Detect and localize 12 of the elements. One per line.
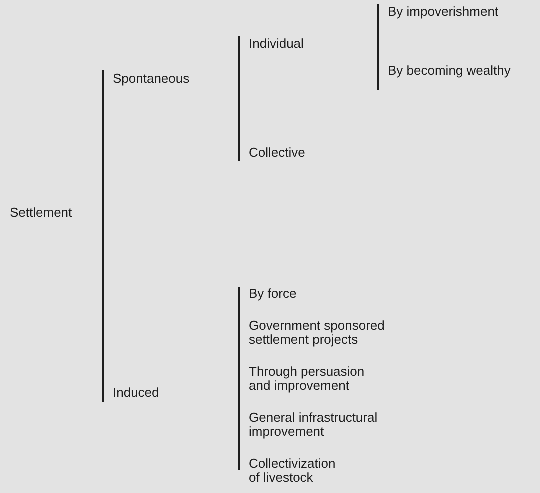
tree-label: Individual [249, 37, 304, 51]
tree-label: Collectivization of livestock [249, 457, 349, 485]
tree-label: Government sponsored settlement projects [249, 319, 399, 347]
tree-label: Spontaneous [113, 72, 190, 86]
tree-label: Through persuasion and improvement [249, 365, 374, 393]
tree-label: By force [249, 287, 297, 301]
tree-label: By becoming wealthy [388, 64, 511, 78]
tree-label: General infrastructural improvement [249, 411, 394, 439]
tree-label: Settlement [10, 206, 72, 220]
tree-label: Induced [113, 386, 160, 400]
tree-label: By impoverishment [388, 5, 499, 19]
tree-label: Collective [249, 146, 306, 160]
